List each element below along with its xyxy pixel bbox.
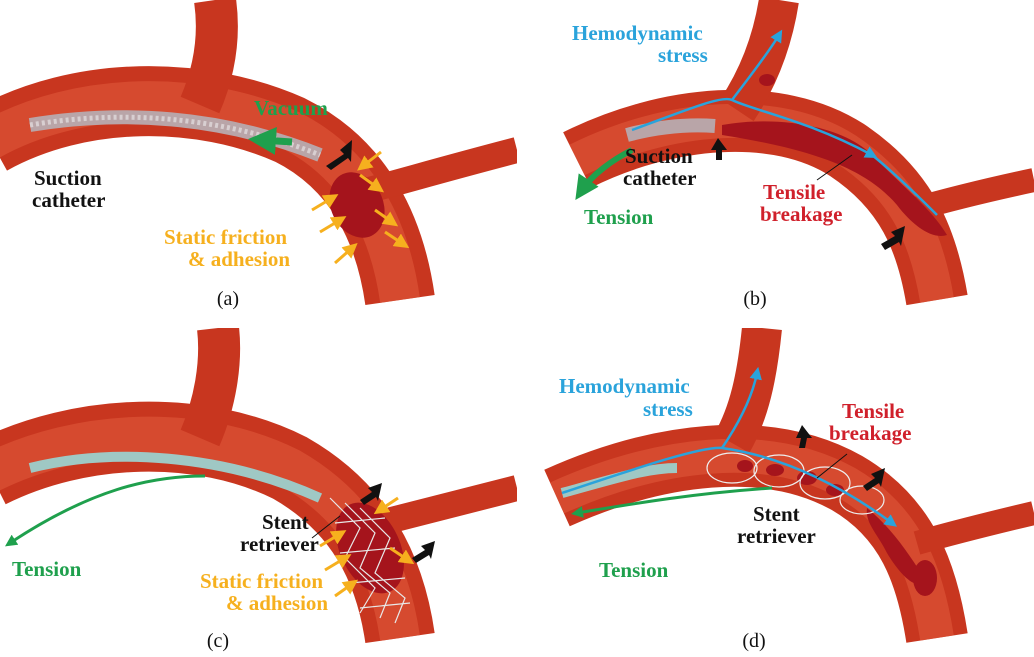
stent-label-line2: retriever [240,533,319,555]
vacuum-label: Vacuum [254,97,328,119]
branch-vessel-upper [200,328,219,438]
branch-vessel-right [917,513,1034,543]
stent-label-line2: retriever [737,525,816,547]
branch-vessel-upper [200,0,217,105]
suction-catheter-label-line1: Suction [34,167,102,189]
hemodynamic-label-line1: Hemodynamic [572,22,703,44]
panel-caption-d: (d) [724,630,784,653]
panel-b: Hemodynamic stress Suction catheter Tens… [517,0,1034,328]
tensile-breakage-label-line2: breakage [829,422,911,444]
tension-label: Tension [599,559,668,581]
suction-catheter-label-line1: Suction [625,145,693,167]
vacuum-arrow [262,140,292,142]
branch-vessel-right [912,180,1034,210]
panel-a: Vacuum Suction catheter Static friction … [0,0,517,328]
friction-label-line2: & adhesion [188,248,290,270]
vessel-illustration-a [0,0,517,328]
hemodynamic-label-line1: Hemodynamic [559,375,690,397]
hemodynamic-label-line2: stress [643,398,693,420]
stent-label-line1: Stent [753,503,800,525]
suction-catheter-label-line2: catheter [623,167,696,189]
friction-label-line2: & adhesion [226,592,328,614]
tension-label: Tension [12,558,81,580]
stent-label-line1: Stent [262,511,309,533]
friction-label-line1: Static friction [200,570,323,592]
suction-catheter-label-line2: catheter [32,189,105,211]
tensile-breakage-label-line1: Tensile [842,400,904,422]
tensile-breakage-label-line2: breakage [760,203,842,225]
tensile-breakage-label-line1: Tensile [763,181,825,203]
friction-label-line1: Static friction [164,226,287,248]
vessel-illustration-b [517,0,1034,328]
panel-caption-c: (c) [188,630,248,653]
tension-label: Tension [584,206,653,228]
hemodynamic-label-line2: stress [658,44,708,66]
panel-d: Hemodynamic stress Tensile breakage Sten… [517,328,1034,656]
panel-caption-b: (b) [725,288,785,311]
panel-caption-a: (a) [198,288,258,311]
panel-c: Stent retriever Tension Static friction … [0,328,517,656]
pointer-arrow-2 [412,541,435,563]
